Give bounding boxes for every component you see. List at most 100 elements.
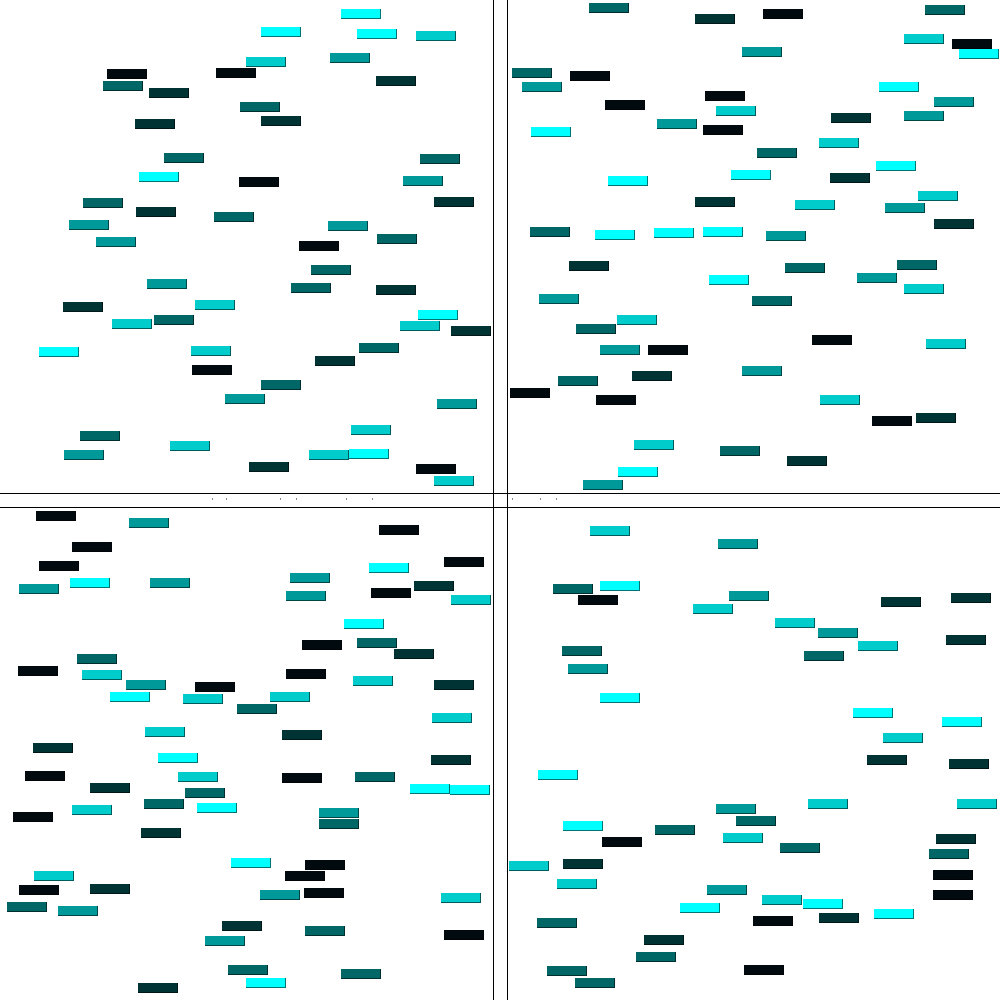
color-rectangle: [376, 76, 416, 86]
color-rectangle: [709, 275, 749, 285]
color-rectangle: [82, 670, 122, 680]
color-rectangle: [19, 885, 59, 895]
color-rectangle: [531, 127, 571, 137]
color-rectangle: [742, 47, 782, 57]
color-rectangle: [568, 664, 608, 674]
divider-tick: [212, 498, 213, 500]
color-rectangle: [942, 717, 982, 727]
color-rectangle: [282, 773, 322, 783]
color-rectangle: [918, 191, 958, 201]
color-rectangle: [285, 871, 325, 881]
color-rectangle: [144, 799, 184, 809]
color-rectangle: [547, 966, 587, 976]
color-rectangle: [357, 29, 397, 39]
color-rectangle: [107, 69, 147, 79]
color-rectangle: [83, 198, 123, 208]
color-rectangle: [164, 153, 204, 163]
color-rectangle: [216, 68, 256, 78]
color-rectangle: [680, 903, 720, 913]
color-rectangle: [655, 825, 695, 835]
color-rectangle: [394, 649, 434, 659]
color-rectangle: [897, 260, 937, 270]
color-rectangle: [729, 591, 769, 601]
color-rectangle: [600, 581, 640, 591]
color-rectangle: [636, 952, 676, 962]
color-rectangle: [600, 693, 640, 703]
color-rectangle: [867, 755, 907, 765]
color-rectangle: [904, 34, 944, 44]
color-rectangle: [141, 828, 181, 838]
color-rectangle: [718, 539, 758, 549]
color-rectangle: [605, 100, 645, 110]
color-rectangle: [723, 833, 763, 843]
color-rectangle: [129, 518, 169, 528]
color-rectangle: [946, 635, 986, 645]
color-rectangle: [319, 819, 359, 829]
color-rectangle: [72, 805, 112, 815]
color-rectangle: [742, 366, 782, 376]
color-rectangle: [437, 399, 477, 409]
color-rectangle: [600, 345, 640, 355]
color-rectangle: [195, 300, 235, 310]
color-rectangle: [885, 203, 925, 213]
color-rectangle: [178, 772, 218, 782]
divider-tick: [372, 498, 373, 500]
divider-tick: [512, 498, 513, 500]
color-rectangle: [64, 450, 104, 460]
color-rectangle: [149, 88, 189, 98]
color-rectangle: [138, 983, 178, 993]
color-rectangle: [36, 511, 76, 521]
color-rectangle: [557, 879, 597, 889]
color-rectangle: [351, 425, 391, 435]
color-rectangle: [753, 916, 793, 926]
color-rectangle: [136, 207, 176, 217]
color-rectangle: [70, 578, 110, 588]
color-rectangle: [80, 431, 120, 441]
color-rectangle: [135, 119, 175, 129]
color-rectangle: [590, 526, 630, 536]
color-rectangle: [19, 584, 59, 594]
color-rectangle: [158, 753, 198, 763]
color-rectangle: [720, 446, 760, 456]
color-rectangle: [154, 315, 194, 325]
color-rectangle: [858, 641, 898, 651]
color-rectangle: [77, 654, 117, 664]
color-rectangle: [13, 812, 53, 822]
color-rectangle: [34, 871, 74, 881]
color-rectangle: [695, 197, 735, 207]
color-rectangle: [371, 588, 411, 598]
color-rectangle: [305, 926, 345, 936]
color-rectangle: [757, 148, 797, 158]
color-rectangle: [451, 595, 491, 605]
color-rectangle: [509, 861, 549, 871]
color-rectangle: [341, 9, 381, 19]
color-rectangle: [879, 82, 919, 92]
color-rectangle: [883, 733, 923, 743]
color-rectangle: [904, 111, 944, 121]
color-rectangle: [933, 870, 973, 880]
color-rectangle: [311, 265, 351, 275]
divider-line: [0, 493, 1000, 494]
color-rectangle: [103, 81, 143, 91]
color-rectangle: [69, 220, 109, 230]
color-rectangle: [703, 125, 743, 135]
color-rectangle: [530, 227, 570, 237]
color-rectangle: [291, 283, 331, 293]
divider-line: [0, 507, 1000, 508]
color-rectangle: [246, 57, 286, 67]
color-rectangle: [145, 727, 185, 737]
color-rectangle: [110, 692, 150, 702]
color-rectangle: [410, 784, 450, 794]
color-rectangle: [959, 49, 999, 59]
color-rectangle: [569, 261, 609, 271]
color-rectangle: [510, 388, 550, 398]
color-rectangle: [299, 241, 339, 251]
color-rectangle: [695, 14, 735, 24]
color-rectangle: [63, 302, 103, 312]
color-rectangle: [949, 759, 989, 769]
color-rectangle: [657, 119, 697, 129]
color-rectangle: [576, 324, 616, 334]
color-rectangle: [925, 5, 965, 15]
divider-tick: [556, 498, 557, 500]
